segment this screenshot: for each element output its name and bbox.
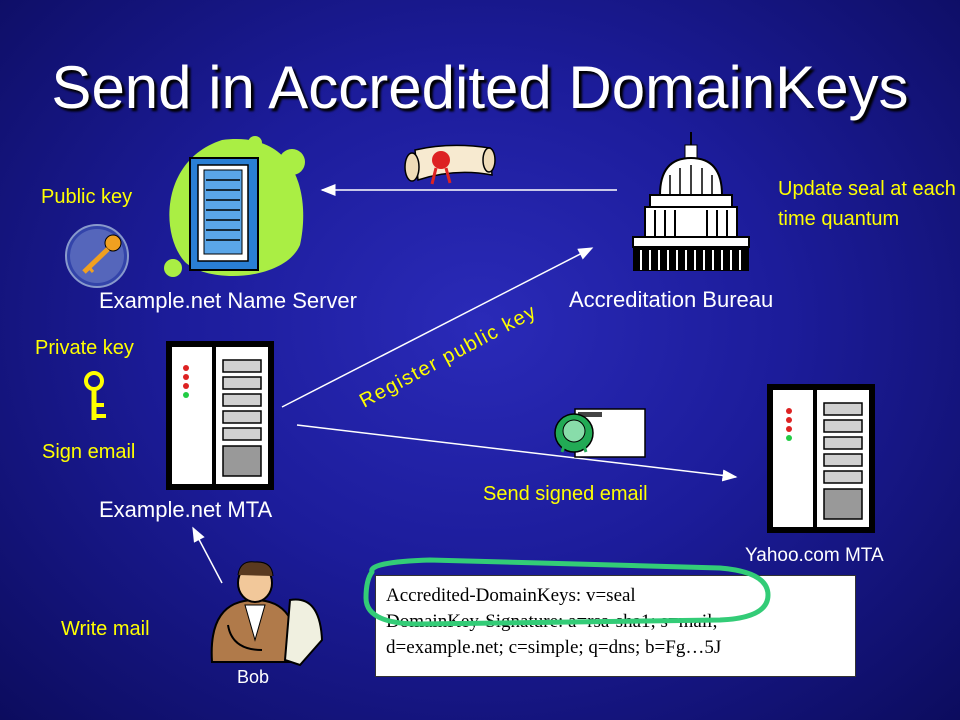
private-key-label: Private key [35, 337, 134, 359]
signature-header-box: Accredited-DomainKeys: v=seal DomainKey-… [375, 575, 856, 677]
yahoo-mta-label: Yahoo.com MTA [745, 545, 884, 566]
accreditation-bureau-label: Accreditation Bureau [569, 287, 774, 312]
write-mail-label: Write mail [61, 618, 150, 640]
slide-title: Send in Accredited DomainKeys [51, 54, 909, 121]
update-seal-label: Update seal at each time quantum [778, 178, 956, 230]
example-mta-label: Example.net MTA [99, 497, 273, 522]
signature-line-3: d=example.net; c=simple; q=dns; b=Fg…5J [386, 637, 722, 658]
arrow-register-key [281, 247, 594, 408]
name-server-label: Example.net Name Server [99, 288, 357, 313]
arrow-send-email [296, 424, 738, 482]
sign-email-label: Sign email [42, 441, 136, 463]
arrow-bob-to-mta [192, 526, 223, 584]
bob-label: Bob [237, 667, 270, 687]
public-key-label: Public key [41, 186, 133, 208]
signature-line-1: Accredited-DomainKeys: v=seal [386, 585, 636, 606]
send-signed-email-label: Send signed email [483, 483, 648, 505]
